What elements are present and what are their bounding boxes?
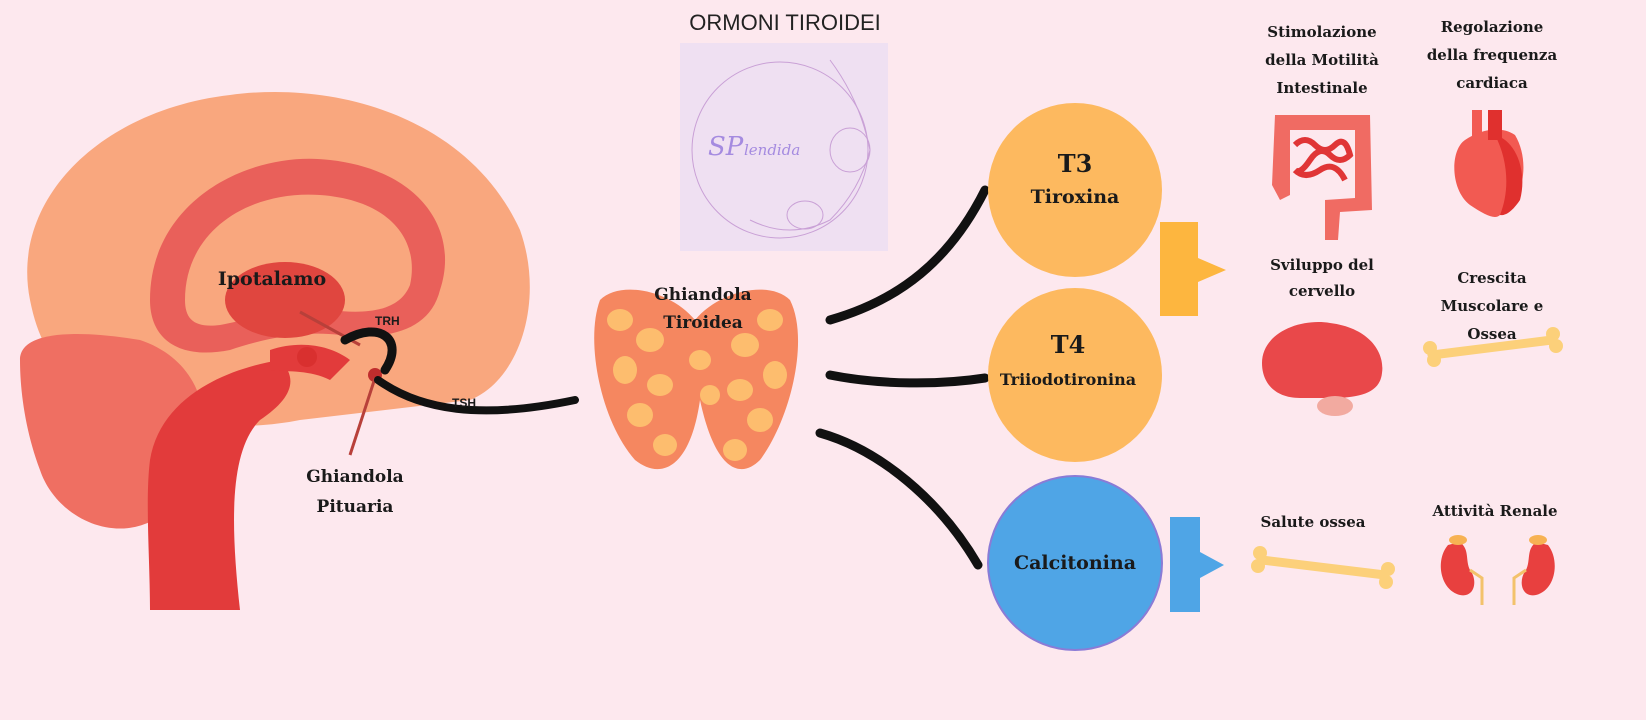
- effect-intestine-line3: Intestinale: [1276, 79, 1367, 97]
- trh-label: TRH: [375, 314, 400, 328]
- tsh-arrow: [374, 376, 579, 415]
- thyroid-label-1: Ghiandola: [654, 285, 751, 305]
- bone-icon-bone-health: [1251, 546, 1395, 589]
- thyroid-label-2: Tiroidea: [663, 313, 743, 333]
- thyroid-illustration: [594, 289, 799, 470]
- t4-name: Triiodotironina: [1000, 370, 1136, 389]
- kidney-icon: [1440, 535, 1555, 605]
- t4-label: T4: [1051, 330, 1086, 359]
- brain-illustration: [20, 91, 579, 610]
- effect-heart-line3: cardiaca: [1456, 74, 1528, 92]
- t4-circle: [988, 288, 1162, 462]
- intestine-icon: [1272, 115, 1372, 240]
- effect-intestine-line1: Stimolazione: [1267, 23, 1376, 41]
- bone-icon: [1423, 327, 1563, 367]
- t3-circle: [988, 103, 1162, 277]
- effect-growth-line3: Ossea: [1467, 325, 1516, 343]
- hypothalamus-label: Ipotalamo: [218, 268, 326, 290]
- diagram-title: ORMONI TIROIDEI: [689, 10, 881, 35]
- effect-bone-health: Salute ossea: [1260, 513, 1365, 531]
- effect-growth-line2: Muscolare e: [1441, 297, 1544, 315]
- effect-intestine-line2: della Motilità: [1265, 51, 1379, 69]
- effect-kidney: Attività Renale: [1431, 502, 1557, 520]
- t3-name: Tiroxina: [1031, 186, 1120, 208]
- calcitonina-effects-connector: [1170, 517, 1224, 612]
- pituitary-label-1: Ghiandola: [306, 467, 403, 487]
- calcitonina-label: Calcitonina: [1014, 552, 1136, 574]
- tsh-label: TSH: [452, 396, 476, 410]
- t3-label: T3: [1058, 149, 1093, 178]
- effect-growth-line1: Crescita: [1457, 269, 1527, 287]
- pituitary-label-2: Pituaria: [317, 497, 394, 517]
- effect-brain-line2: cervello: [1289, 282, 1355, 300]
- svg-text:SP: SP: [708, 132, 744, 162]
- effects: Stimolazione della Motilità Intestinale …: [1260, 18, 1557, 531]
- hormone-arrows: [815, 185, 990, 570]
- effect-heart-line1: Regolazione: [1441, 18, 1544, 36]
- svg-text:lendida: lendida: [744, 141, 800, 159]
- t3-t4-effects-connector: [1160, 222, 1226, 316]
- brain-icon: [1262, 322, 1383, 416]
- heart-icon: [1454, 110, 1524, 217]
- trh-arrow: [340, 327, 397, 375]
- effect-brain-line1: Sviluppo del: [1270, 256, 1374, 274]
- calcitonina-circle: [987, 475, 1163, 651]
- effect-heart-line2: della frequenza: [1427, 46, 1558, 64]
- splendida-logo: SP lendida: [680, 43, 888, 251]
